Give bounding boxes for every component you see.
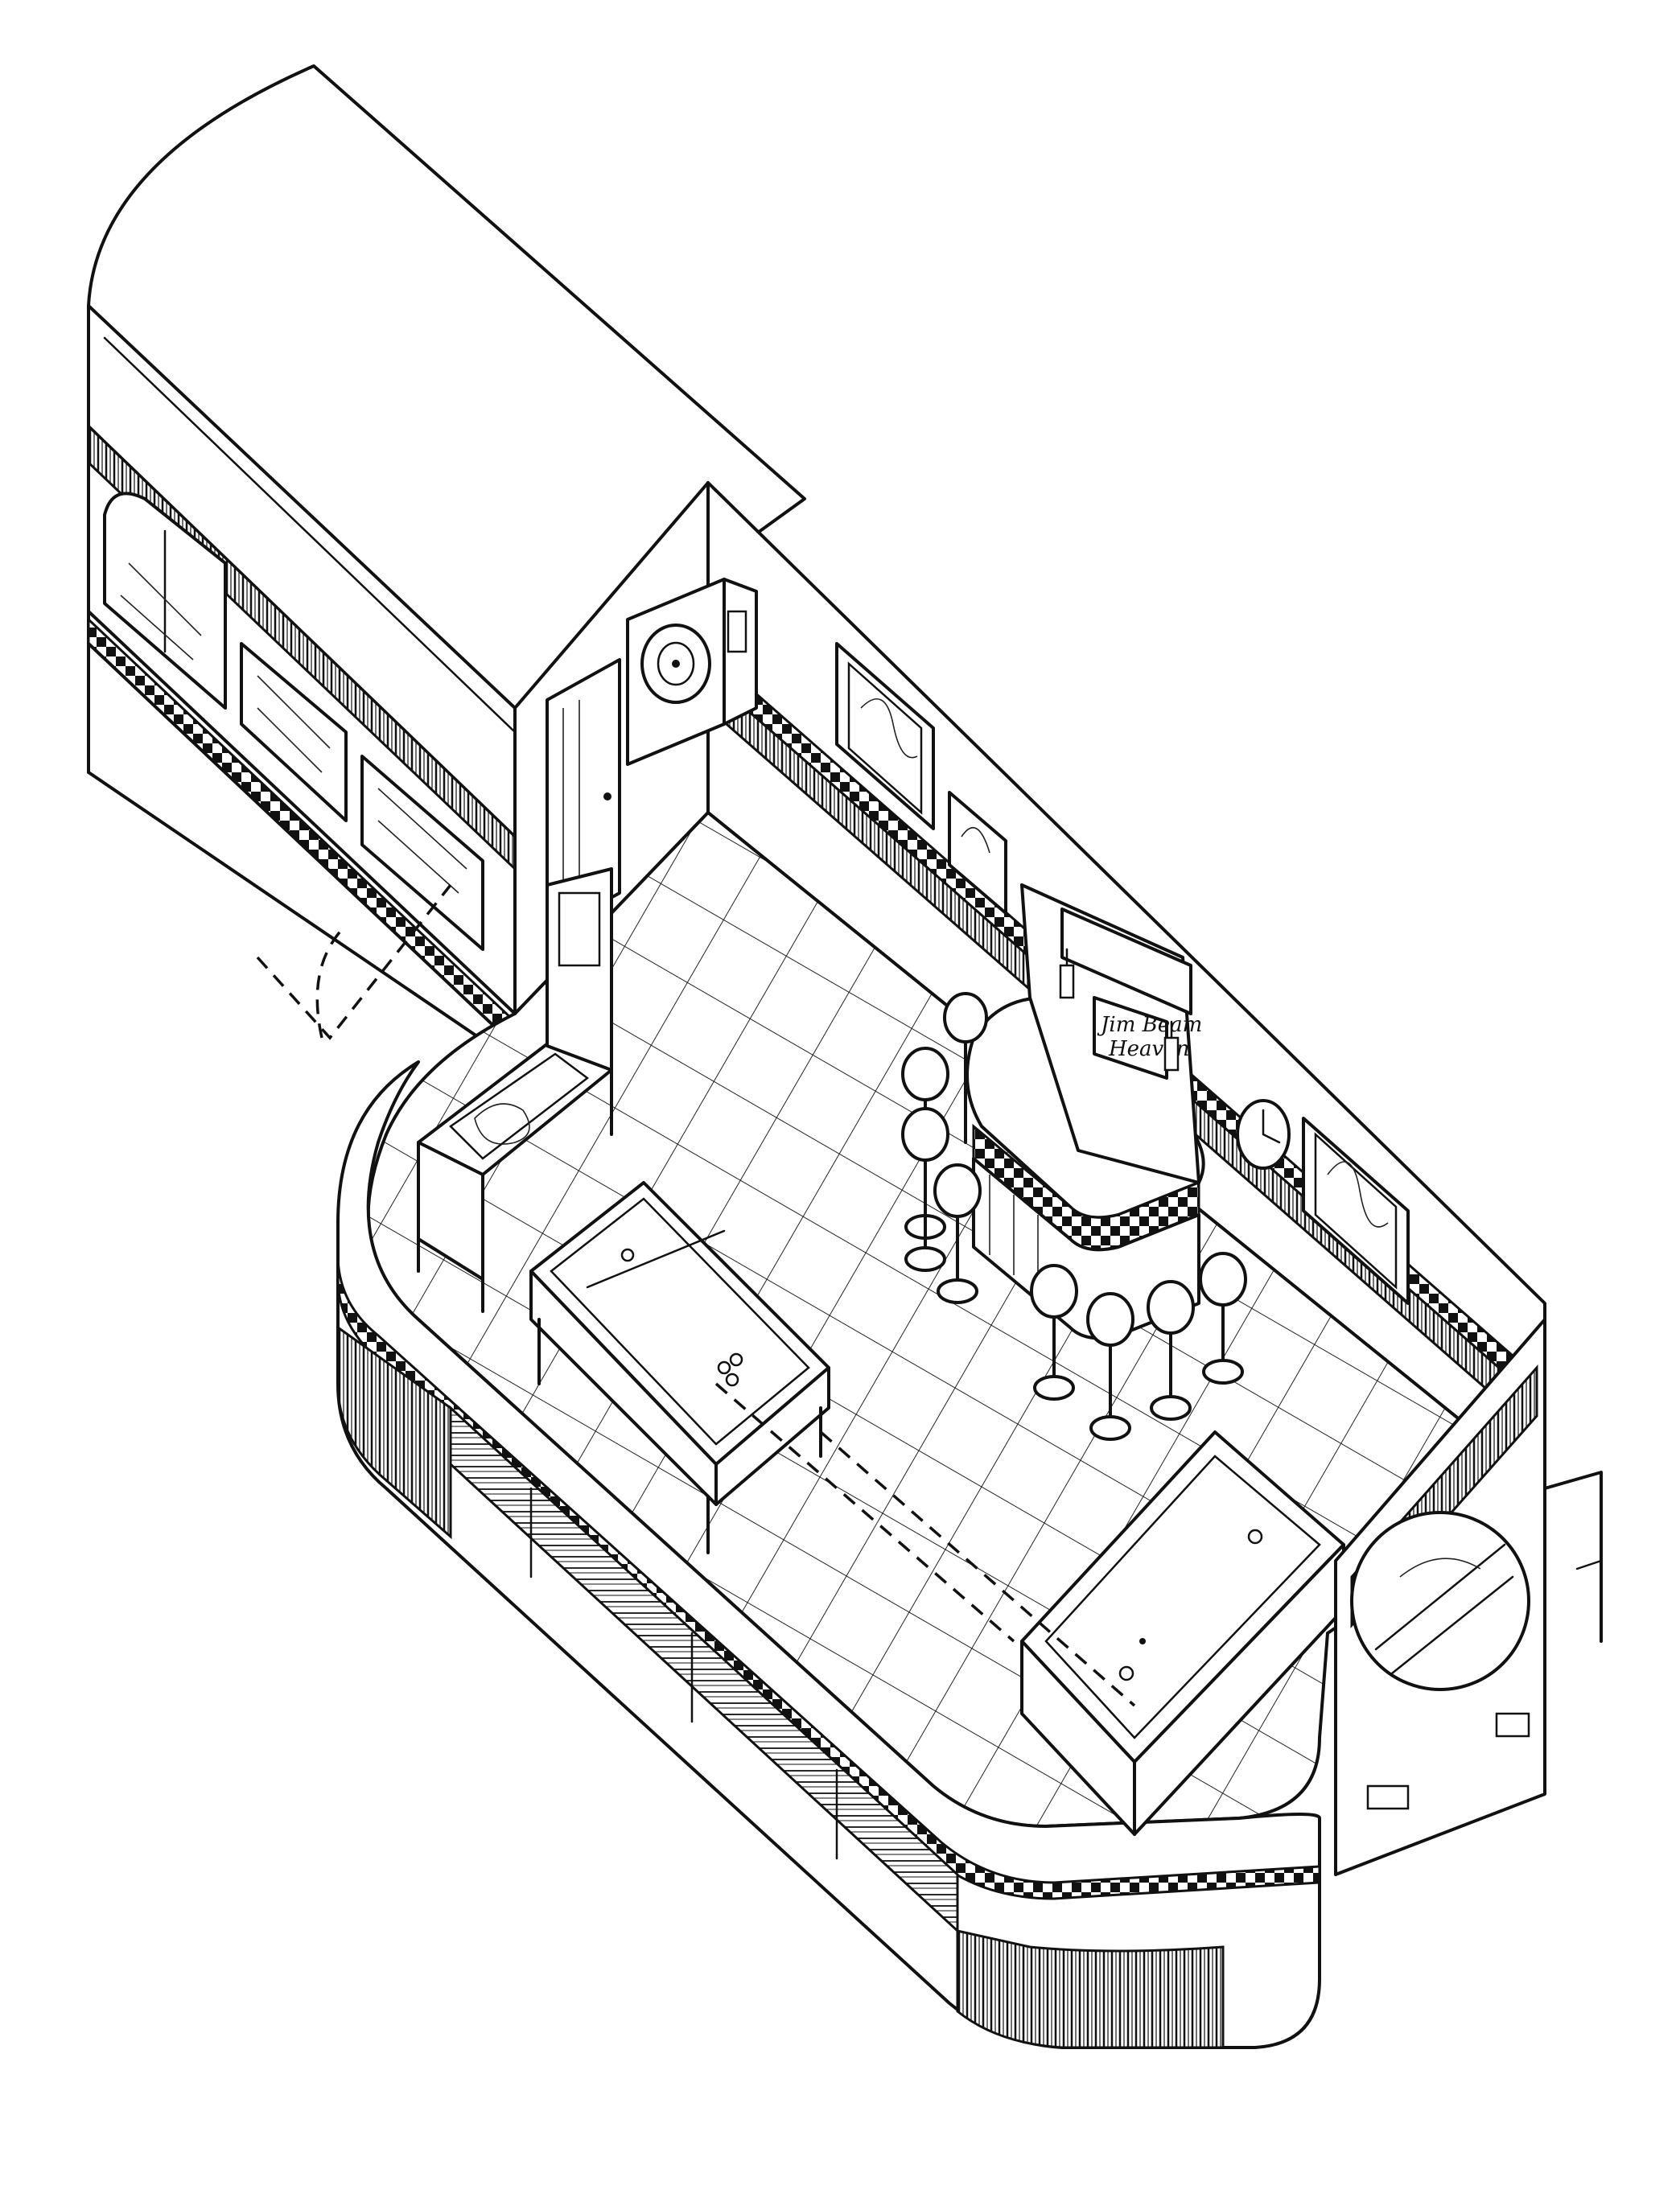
pool-table [529, 1181, 830, 1554]
liquor-bottle-2 [1163, 1020, 1180, 1072]
pool-balls [620, 1248, 743, 1387]
bar-stool [1199, 1252, 1247, 1385]
bar-stool [943, 992, 988, 1144]
front-curved-wall [336, 1060, 1321, 2049]
framed-picture-2 [948, 791, 1007, 915]
hidden-lines [256, 883, 1136, 1707]
dartboard-cabinet [626, 578, 758, 766]
bar-counter: Jim Beam Heaven [966, 883, 1205, 1340]
framed-picture-3 [1302, 1117, 1410, 1305]
window-2 [240, 642, 348, 822]
game-table [1020, 1430, 1345, 1836]
bar-stool [1030, 1264, 1078, 1401]
bar-stools [901, 992, 1247, 1441]
bar-stool [1147, 1280, 1195, 1421]
bar-stool [901, 1107, 949, 1272]
jukebox [1334, 1318, 1603, 1876]
arched-window [103, 492, 227, 710]
bar-stool [933, 1163, 982, 1304]
window-3 [360, 755, 484, 951]
liquor-bottle-1 [1059, 948, 1075, 999]
wall-clock-icon [1236, 1099, 1291, 1170]
door [546, 658, 621, 935]
bar-stool [1086, 1292, 1134, 1441]
pinball-machine [417, 867, 613, 1313]
framed-picture-1 [835, 642, 935, 830]
sign-line-1: Jim Beam [1097, 1013, 1202, 1037]
